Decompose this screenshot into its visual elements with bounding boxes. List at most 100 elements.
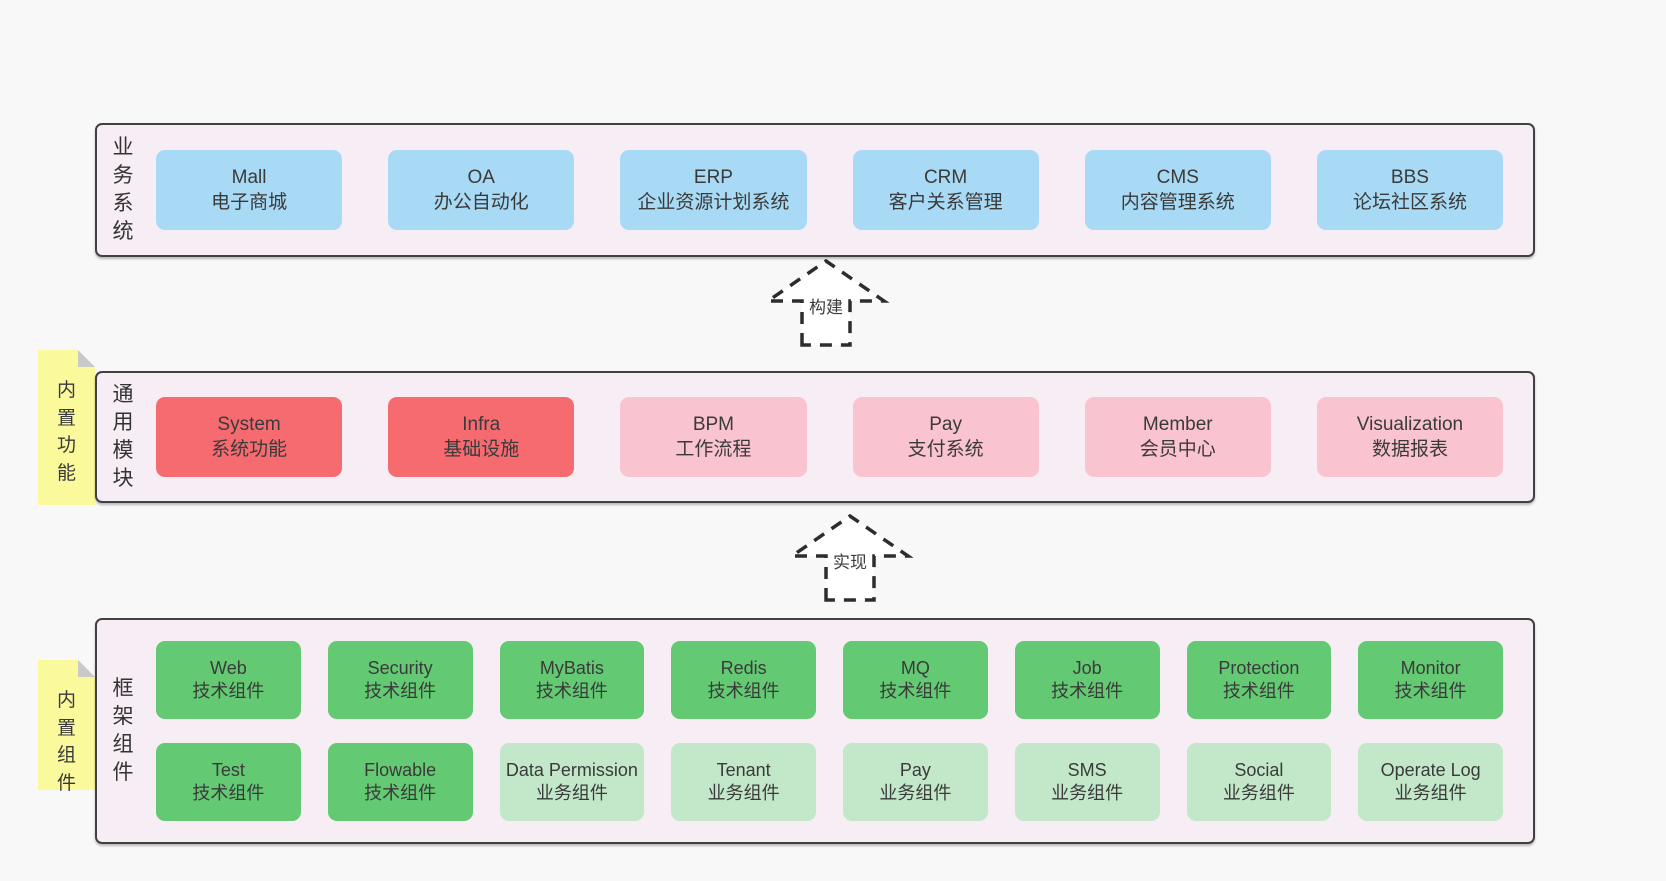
box-title: Data Permission [505,759,638,780]
box-subtitle: 技术组件 [879,681,952,701]
box-pay-module: Pay 支付系统 [852,397,1039,477]
box-tenant: Tenant 业务组件 [671,743,816,821]
section-common-modules: 通用模块 System 系统功能 Infra 基础设施 BPM 工作流程 Pay… [95,371,1535,503]
box-subtitle: 业务组件 [1222,783,1295,803]
box-title: Infra [462,413,501,435]
box-data-permission: Data Permission 业务组件 [499,743,645,821]
box-oa: OA 办公自动化 [388,150,575,230]
box-subtitle: 技术组件 [535,681,608,701]
box-subtitle: 支付系统 [907,439,984,460]
box-subtitle: 业务组件 [1394,783,1467,803]
box-title: Mall [231,166,267,188]
box-bbs: BBS 论坛社区系统 [1316,150,1504,230]
implement-arrow: 实现 [782,510,918,602]
box-subtitle: 业务组件 [1051,783,1124,803]
box-title: Security [367,657,433,678]
box-web: Web 技术组件 [156,641,301,719]
builtin-components-note-label: 内置组件 [56,690,76,794]
box-test: Test 技术组件 [156,743,301,821]
box-subtitle: 技术组件 [707,681,780,701]
box-title: Member [1142,413,1213,435]
box-subtitle: 技术组件 [364,681,437,701]
box-subtitle: 企业资源计划系统 [637,192,790,213]
box-system: System 系统功能 [156,397,343,477]
box-subtitle: 业务组件 [535,783,608,803]
box-subtitle: 技术组件 [1222,681,1295,701]
box-title: Pay [929,413,962,435]
box-flowable: Flowable 技术组件 [327,743,473,821]
box-member: Member 会员中心 [1084,397,1271,477]
business-row: Mall 电子商城 OA 办公自动化 ERP 企业资源计划系统 CRM 客户关系… [156,150,1504,230]
box-subtitle: 工作流程 [675,439,752,460]
box-cms: CMS 内容管理系统 [1084,150,1271,230]
box-sms: SMS 业务组件 [1014,743,1160,821]
box-pay-component: Pay 业务组件 [843,743,988,821]
box-social: Social 业务组件 [1186,743,1332,821]
box-title: Protection [1218,657,1300,678]
business-section-label: 业务系统 [112,136,134,243]
builtin-components-note: 内置组件 [38,660,95,794]
box-subtitle: 系统功能 [211,439,288,460]
box-title: MQ [900,657,930,678]
box-subtitle: 技术组件 [192,681,265,701]
box-operate-log: Operate Log 业务组件 [1358,743,1503,821]
business-boxes: Mall 电子商城 OA 办公自动化 ERP 企业资源计划系统 CRM 客户关系… [136,150,1533,230]
box-title: SMS [1067,759,1107,780]
box-job: Job 技术组件 [1014,641,1160,719]
box-subtitle: 内容管理系统 [1120,192,1235,213]
modules-row: System 系统功能 Infra 基础设施 BPM 工作流程 Pay 支付系统… [156,397,1504,477]
box-mall: Mall 电子商城 [156,150,343,230]
box-subtitle: 电子商城 [211,192,288,213]
box-subtitle: 基础设施 [443,439,520,460]
box-title: MyBatis [539,657,604,678]
builtin-functions-note-label: 内置功能 [56,380,76,484]
components-section-label: 框架组件 [112,677,134,784]
modules-boxes: System 系统功能 Infra 基础设施 BPM 工作流程 Pay 支付系统… [136,397,1533,477]
box-title: BPM [692,413,735,435]
box-subtitle: 技术组件 [1051,681,1124,701]
box-subtitle: 论坛社区系统 [1352,192,1467,213]
box-subtitle: 数据报表 [1371,439,1448,460]
box-title: CRM [923,166,968,188]
box-monitor: Monitor 技术组件 [1358,641,1503,719]
box-mybatis: MyBatis 技术组件 [499,641,645,719]
box-title: Tenant [716,759,771,780]
box-security: Security 技术组件 [327,641,473,719]
box-subtitle: 技术组件 [364,783,437,803]
components-row-2: Test 技术组件 Flowable 技术组件 Data Permission … [156,743,1503,821]
box-infra: Infra 基础设施 [388,397,575,477]
components-row-1: Web 技术组件 Security 技术组件 MyBatis 技术组件 Redi… [156,641,1503,719]
box-title: ERP [693,166,733,188]
box-title: Redis [720,657,767,678]
box-title: Social [1234,759,1284,780]
implement-arrow-label: 实现 [833,553,867,572]
box-title: Visualization [1356,413,1464,435]
box-crm: CRM 客户关系管理 [852,150,1039,230]
box-title: CMS [1156,166,1199,188]
section-business-systems: 业务系统 Mall 电子商城 OA 办公自动化 ERP 企业资源计划系统 CRM… [95,123,1535,257]
modules-section-label: 通用模块 [112,383,134,490]
box-title: Operate Log [1380,759,1481,780]
box-title: Flowable [364,759,437,780]
box-protection: Protection 技术组件 [1186,641,1332,719]
box-subtitle: 技术组件 [192,783,265,803]
box-subtitle: 会员中心 [1139,439,1216,460]
box-title: OA [467,166,495,188]
box-redis: Redis 技术组件 [671,641,816,719]
box-mq: MQ 技术组件 [843,641,988,719]
build-arrow: 构建 [758,255,894,347]
box-title: BBS [1390,166,1429,188]
box-subtitle: 业务组件 [707,783,780,803]
box-title: Test [211,759,245,780]
box-subtitle: 客户关系管理 [888,192,1003,213]
box-subtitle: 技术组件 [1394,681,1467,701]
components-boxes: Web 技术组件 Security 技术组件 MyBatis 技术组件 Redi… [136,641,1533,821]
box-title: Job [1072,657,1102,678]
box-subtitle: 办公自动化 [433,192,529,213]
box-visualization: Visualization 数据报表 [1316,397,1504,477]
box-bpm: BPM 工作流程 [620,397,807,477]
box-subtitle: 业务组件 [879,783,952,803]
box-erp: ERP 企业资源计划系统 [620,150,807,230]
builtin-functions-note: 内置功能 [38,350,95,505]
build-arrow-label: 构建 [809,298,843,317]
